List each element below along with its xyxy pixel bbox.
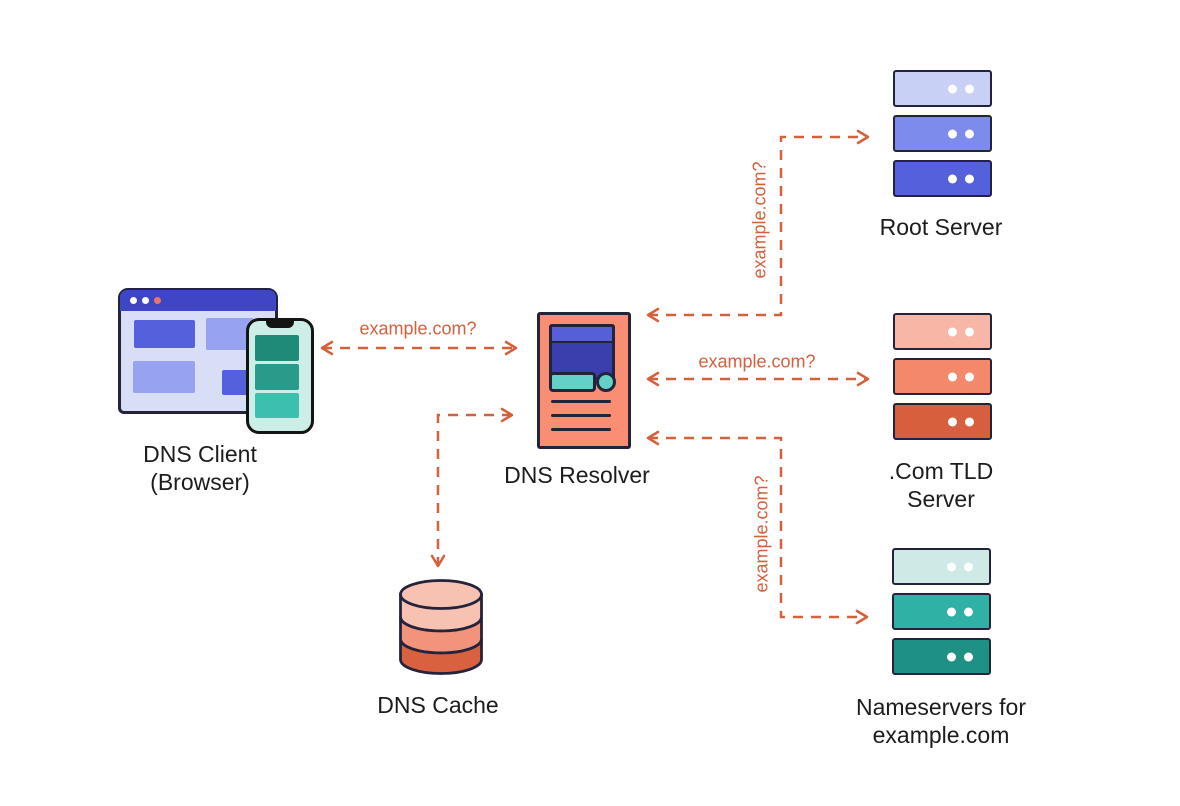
phone-content-block: [255, 364, 299, 390]
resolver-server-icon: [537, 312, 631, 449]
server-led-icon: [948, 417, 957, 426]
server-led-icon: [965, 129, 974, 138]
phone-content-block: [255, 393, 299, 418]
cache-label: DNS Cache: [377, 692, 499, 718]
tld-server-label: .Com TLD Server: [841, 457, 1041, 513]
server-led-icon: [948, 129, 957, 138]
server-led-icon: [964, 607, 973, 616]
server-led-icon: [947, 652, 956, 661]
server-led-icon: [965, 174, 974, 183]
server-led-icon: [948, 327, 957, 336]
server-led-icon: [948, 174, 957, 183]
nameservers-label-line2: example.com: [872, 722, 1010, 748]
resolver-vent-line: [551, 428, 611, 431]
nameservers-label-line1: Nameservers for: [856, 694, 1026, 720]
resolver-screen-strip: [552, 327, 612, 343]
resolver-screen: [549, 324, 615, 380]
root-server-icon: [893, 70, 992, 197]
server-led-icon: [964, 562, 973, 571]
nameservers-icon: [892, 548, 991, 675]
database-cylinder-icon: [399, 579, 483, 675]
tld-label-line1: .Com TLD: [888, 458, 994, 484]
arrow-resolver-root: [646, 129, 870, 323]
cache-band-bottom: [399, 638, 483, 675]
server-led-icon: [948, 372, 957, 381]
window-dot-icon: [142, 297, 149, 304]
tld-label-line2: Server: [907, 486, 975, 512]
browser-content-block: [134, 320, 195, 348]
resolver-label: DNS Resolver: [504, 462, 650, 488]
query-label-client-resolver: example.com?: [359, 318, 477, 339]
server-led-icon: [964, 652, 973, 661]
server-led-icon: [965, 417, 974, 426]
window-dot-icon: [130, 297, 137, 304]
browser-content-block: [133, 361, 195, 393]
server-unit: [893, 358, 992, 395]
server-unit: [892, 593, 991, 630]
resolver-power-button: [596, 372, 616, 392]
cache-lid: [399, 579, 483, 610]
server-led-icon: [947, 607, 956, 616]
client-label: DNS Client (Browser): [100, 440, 300, 496]
phone-icon: [246, 318, 314, 434]
server-led-icon: [947, 562, 956, 571]
resolver-drive-bar: [549, 372, 596, 392]
server-led-icon: [965, 372, 974, 381]
client-label-line1: DNS Client: [143, 441, 257, 467]
server-unit: [892, 548, 991, 585]
query-label-resolver-tld: example.com?: [698, 351, 816, 372]
browser-titlebar: [120, 290, 276, 311]
arrow-resolver-nameservers: [646, 430, 869, 625]
resolver-vent-line: [551, 400, 611, 403]
server-unit: [893, 403, 992, 440]
window-dot-icon: [154, 297, 161, 304]
arrow-resolver-cache: [430, 407, 514, 568]
server-led-icon: [948, 84, 957, 93]
server-unit: [893, 313, 992, 350]
query-label-resolver-root: example.com?: [749, 161, 770, 279]
client-label-line2: (Browser): [150, 469, 250, 495]
server-led-icon: [965, 84, 974, 93]
query-label-resolver-nameservers: example.com?: [751, 475, 772, 593]
server-unit: [893, 70, 992, 107]
tld-server-icon: [893, 313, 992, 440]
phone-content-block: [255, 335, 299, 361]
server-unit: [892, 638, 991, 675]
root-server-label: Root Server: [879, 214, 1003, 240]
server-unit: [893, 160, 992, 197]
server-unit: [893, 115, 992, 152]
resolver-vent-line: [551, 414, 611, 417]
nameservers-label: Nameservers for example.com: [841, 693, 1041, 749]
phone-notch: [266, 320, 294, 328]
server-led-icon: [965, 327, 974, 336]
